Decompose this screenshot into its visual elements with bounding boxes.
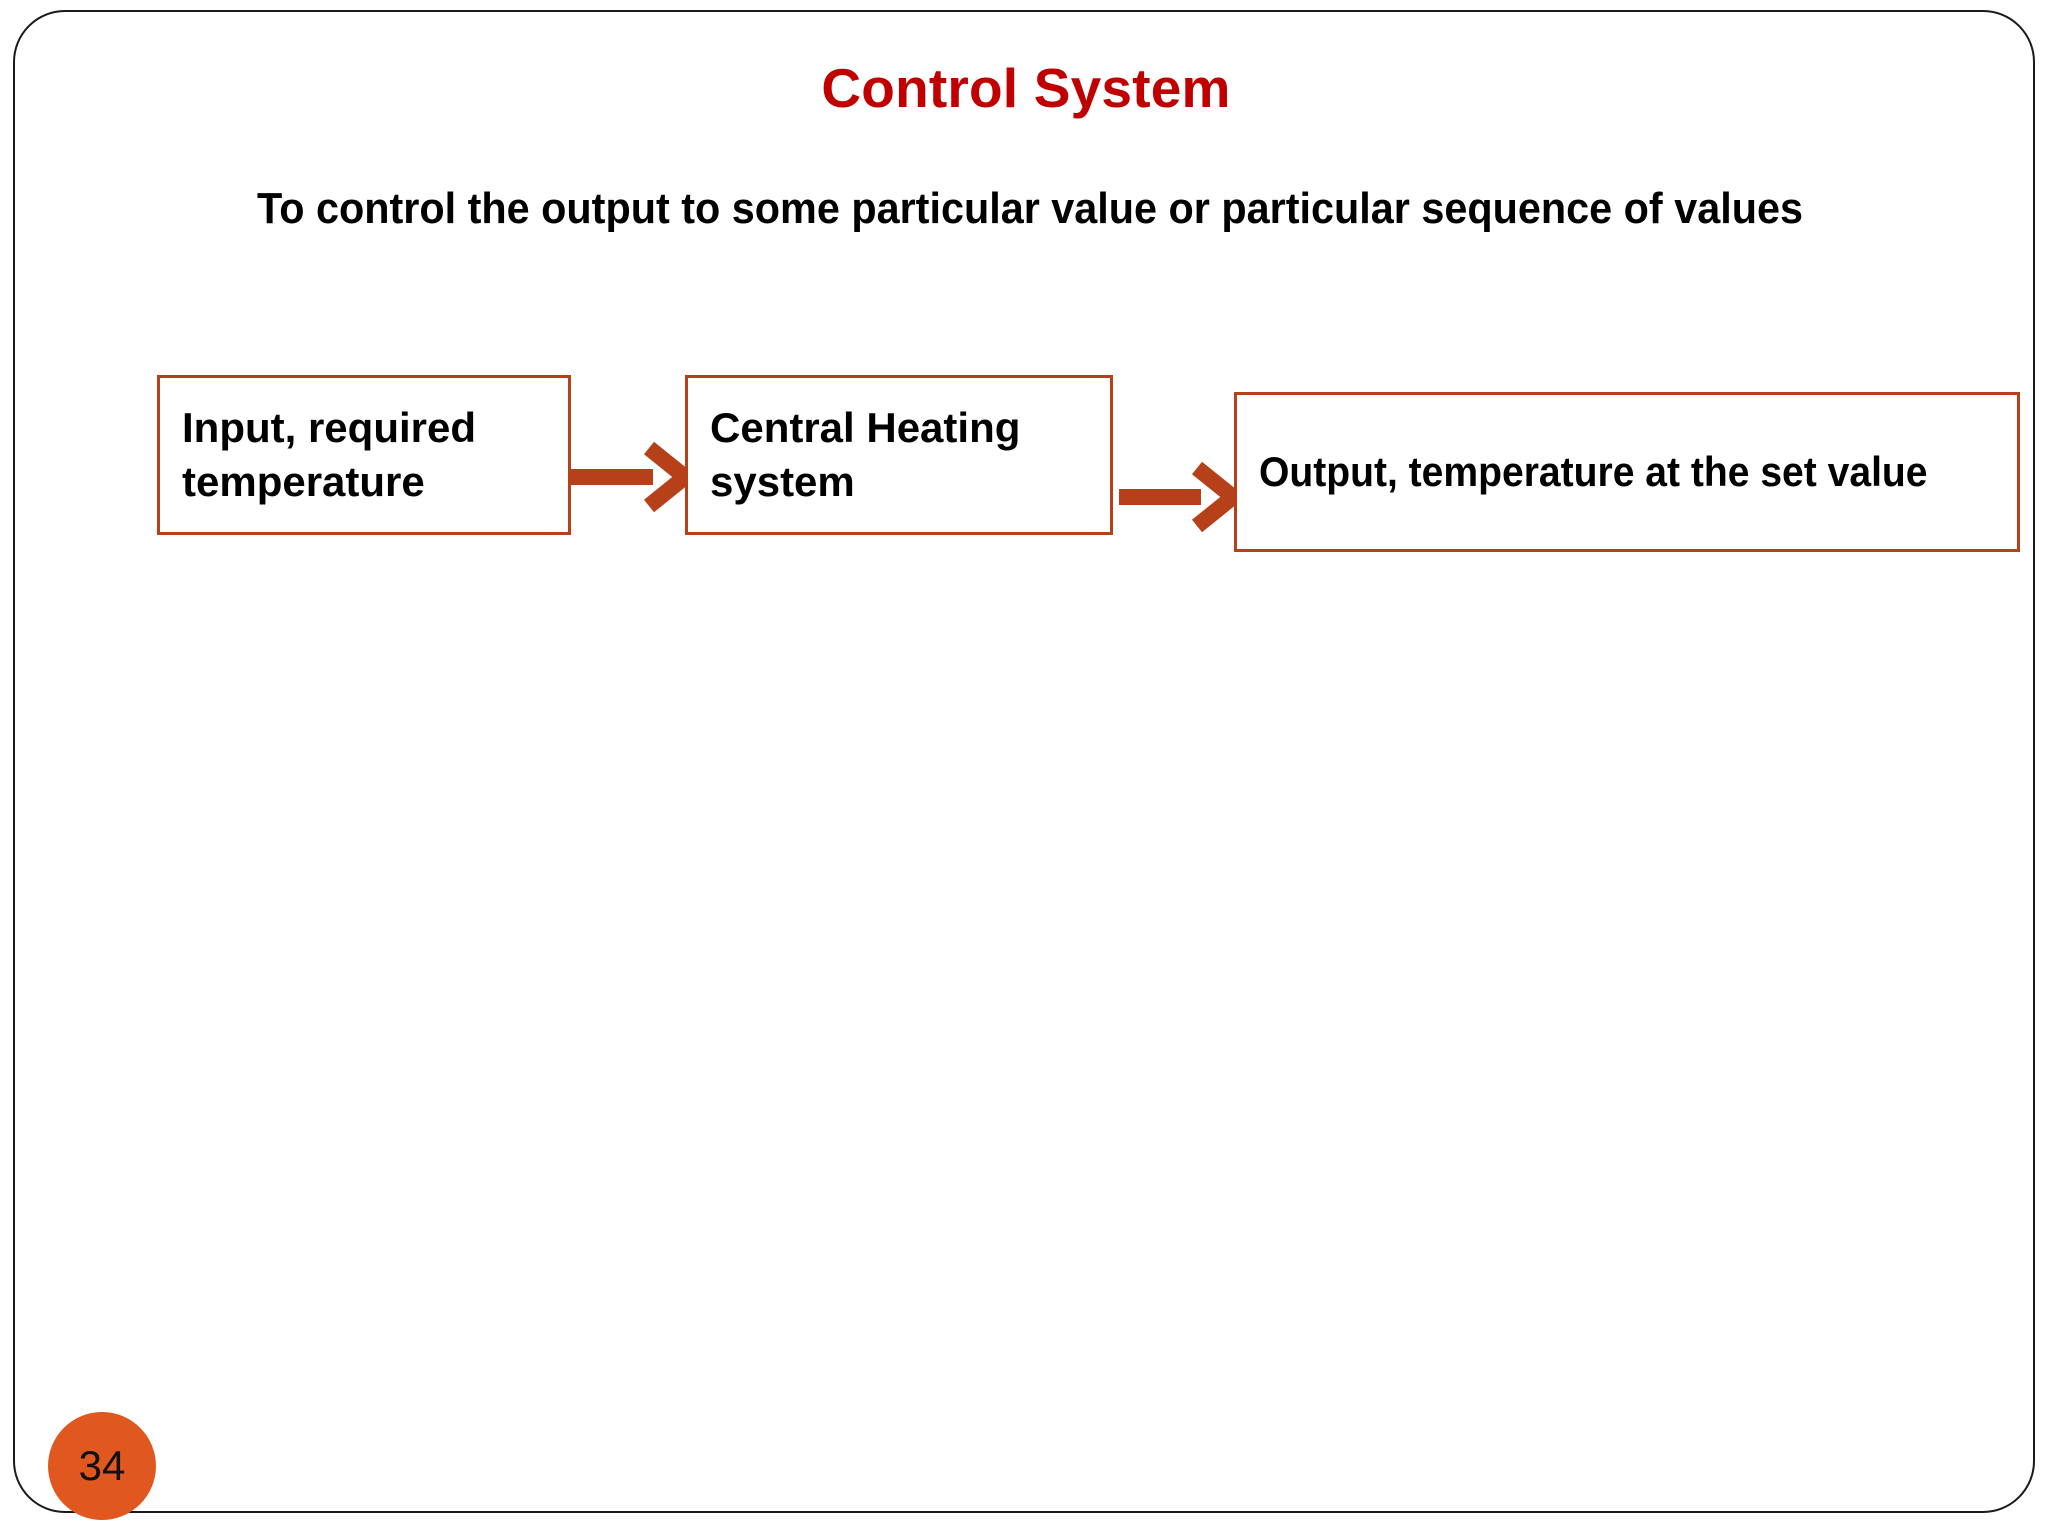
diagram-block-central-heating-system[interactable]: Central Heating system bbox=[685, 375, 1113, 535]
control-system-block-diagram: Input, required temperature Central Heat… bbox=[15, 12, 2037, 1515]
slide-subtitle: To control the output to some particular… bbox=[257, 184, 1803, 233]
diagram-block-output[interactable]: Output, temperature at the set value bbox=[1234, 392, 2020, 552]
diagram-block-input-label: Input, required temperature bbox=[182, 404, 476, 505]
slide-canvas: Control System To control the output to … bbox=[13, 10, 2037, 1520]
page-title: Control System bbox=[821, 57, 1231, 119]
arrow-input-to-process-icon bbox=[571, 442, 695, 512]
diagram-block-output-label: Output, temperature at the set value bbox=[1259, 448, 1928, 496]
page-number-badge: 34 bbox=[48, 1412, 156, 1520]
arrow-process-to-output-icon bbox=[1119, 462, 1243, 532]
diagram-block-input[interactable]: Input, required temperature bbox=[157, 375, 571, 535]
diagram-block-process-label: Central Heating system bbox=[710, 404, 1021, 505]
